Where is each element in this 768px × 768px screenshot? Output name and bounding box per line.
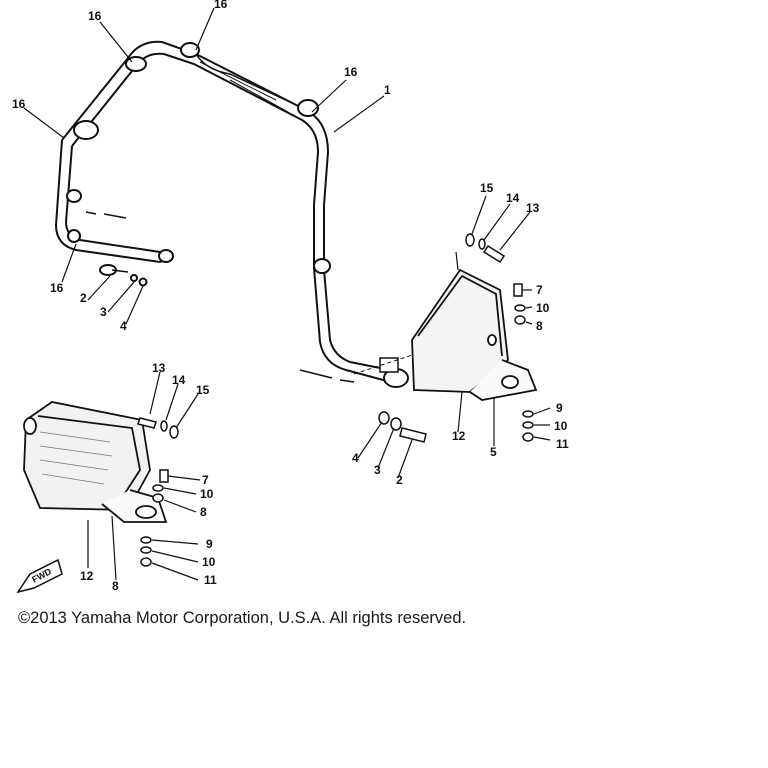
callout-16e: 16 xyxy=(50,281,64,295)
lower-tube-right xyxy=(299,205,441,388)
guard-tube-part-1 xyxy=(54,40,330,287)
callout-15-left: 15 xyxy=(196,383,210,397)
callout-13-right: 13 xyxy=(526,201,540,215)
heat-shield-left xyxy=(23,401,168,523)
callout-7-left: 7 xyxy=(202,473,209,487)
callout-12-right: 12 xyxy=(452,429,466,443)
callout-14-right: 14 xyxy=(506,191,520,205)
callout-9-right: 9 xyxy=(556,401,563,415)
callout-14-left: 14 xyxy=(172,373,186,387)
callout-9-left: 9 xyxy=(206,537,213,551)
copyright-notice: ©2013 Yamaha Motor Corporation, U.S.A. A… xyxy=(18,609,467,627)
callout-7-right: 7 xyxy=(536,283,543,297)
callout-11-left: 11 xyxy=(204,573,217,587)
forward-arrow-icon: FWD xyxy=(16,558,63,594)
callout-10-left-lower: 10 xyxy=(202,555,216,569)
callout-11-right: 11 xyxy=(556,437,569,451)
heat-shield-right xyxy=(411,251,538,401)
callout-16d: 16 xyxy=(344,65,358,79)
callout-10-left: 10 xyxy=(200,487,214,501)
parts-exploded-diagram: FWD 16 16 16 16 16 1 15 14 13 7 10 8 2 3… xyxy=(12,0,569,594)
callout-10-right-lower: 10 xyxy=(554,419,568,433)
callout-8-left-lower: 8 xyxy=(112,579,119,593)
callout-16a: 16 xyxy=(88,9,102,23)
callout-3-right: 3 xyxy=(374,463,381,477)
callout-8-left: 8 xyxy=(200,505,207,519)
callout-2-right: 2 xyxy=(396,473,403,487)
callout-16b: 16 xyxy=(214,0,228,11)
callout-16c: 16 xyxy=(12,97,26,111)
callout-4-left: 4 xyxy=(120,319,127,333)
callout-2-left: 2 xyxy=(80,291,87,305)
leader-lines xyxy=(23,7,551,581)
callout-1: 1 xyxy=(384,83,391,97)
callout-8-right: 8 xyxy=(536,319,543,333)
callout-12-left: 12 xyxy=(80,569,94,583)
callout-5-right: 5 xyxy=(490,445,497,459)
callout-13-left: 13 xyxy=(152,361,166,375)
callout-10-right: 10 xyxy=(536,301,550,315)
callout-4-right: 4 xyxy=(352,451,359,465)
fasteners xyxy=(137,233,534,567)
callout-3-left: 3 xyxy=(100,305,107,319)
callout-numbers: 16 16 16 16 16 1 15 14 13 7 10 8 2 3 4 1… xyxy=(12,0,569,593)
callout-15-right: 15 xyxy=(480,181,494,195)
